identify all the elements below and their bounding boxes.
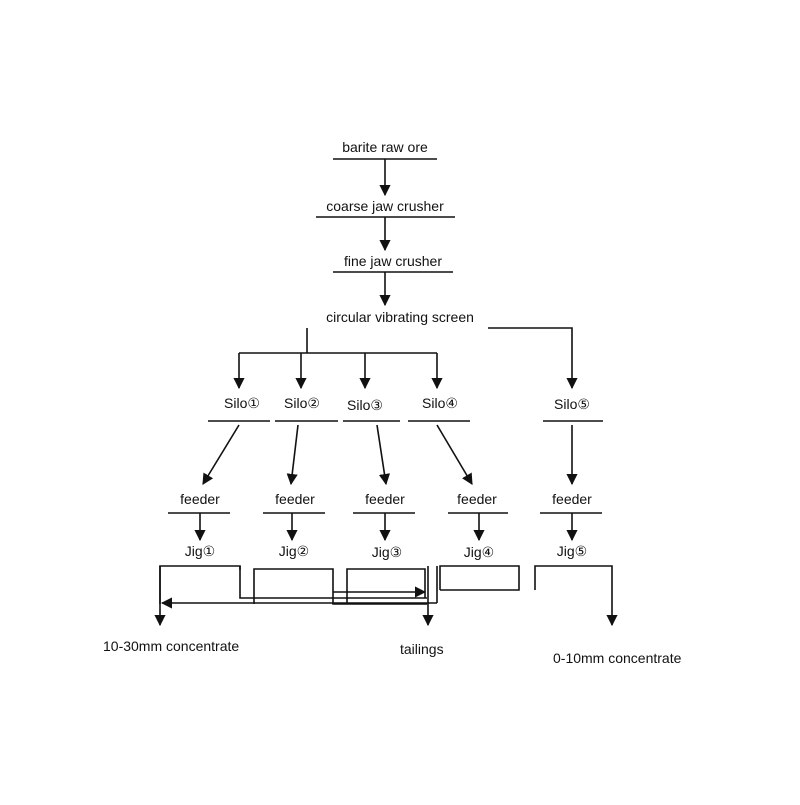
node-feeder-3: feeder <box>365 491 405 507</box>
node-coarse-jaw-crusher: coarse jaw crusher <box>326 198 444 214</box>
jig-3-output-frame <box>346 568 426 604</box>
jig-2-output-frame <box>253 568 427 605</box>
node-barite-raw-ore: barite raw ore <box>342 139 428 155</box>
output-tailings: tailings <box>400 641 444 657</box>
node-fine-jaw-crusher: fine jaw crusher <box>344 253 442 269</box>
arrow-screen-to-silo-5 <box>488 327 578 390</box>
node-feeder-1: feeder <box>180 491 220 507</box>
arrow-silo-1-to-feeder-1 <box>202 424 240 485</box>
node-silo-2: Silo② <box>284 395 320 411</box>
arrow-silo-3-to-feeder-3 <box>376 424 391 486</box>
node-feeder-2: feeder <box>275 491 315 507</box>
node-feeder-5: feeder <box>552 491 592 507</box>
jig-5-output-frame <box>534 565 618 627</box>
node-jig-3: Jig③ <box>372 544 402 560</box>
node-jig-5: Jig⑤ <box>557 543 587 559</box>
node-circular-vibrating-screen: circular vibrating screen <box>326 309 474 325</box>
node-silo-3: Silo③ <box>347 397 383 413</box>
node-silo-4: Silo④ <box>422 395 458 411</box>
jig-4-output-frame <box>439 565 520 591</box>
node-silo-5: Silo⑤ <box>554 396 590 412</box>
node-jig-2: Jig② <box>279 543 309 559</box>
output-10-30mm-concentrate: 10-30mm concentrate <box>103 638 239 654</box>
output-0-10mm-concentrate: 0-10mm concentrate <box>553 650 682 666</box>
node-jig-1: Jig① <box>185 543 215 559</box>
node-feeder-4: feeder <box>457 491 497 507</box>
jig-1-output-frame <box>159 565 427 604</box>
node-jig-4: Jig④ <box>464 544 494 560</box>
arrow-silo-2-to-feeder-2 <box>286 424 299 486</box>
arrow-silo-4-to-feeder-4 <box>436 424 473 485</box>
node-silo-1: Silo① <box>224 395 260 411</box>
